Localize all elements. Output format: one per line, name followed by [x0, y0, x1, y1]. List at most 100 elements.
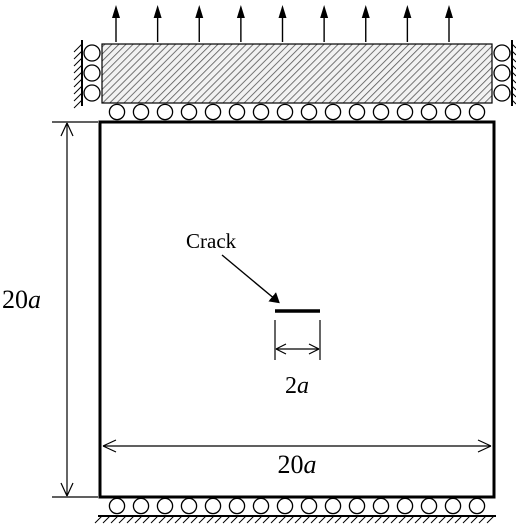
ground-tick	[511, 64, 516, 70]
ground-tick	[166, 515, 175, 524]
ground-tick	[390, 515, 399, 524]
ground-tick	[182, 515, 191, 524]
ground-tick	[222, 515, 231, 524]
roller	[108, 103, 126, 121]
ground-tick	[254, 515, 263, 524]
crack-pointer-arrow	[221, 254, 280, 304]
ground-tick	[398, 515, 407, 524]
width-dimension	[102, 439, 492, 453]
side-roller	[83, 64, 101, 82]
left-wall-ground	[73, 40, 83, 109]
roller	[276, 497, 294, 515]
ground-tick	[230, 515, 239, 524]
ground-tick	[374, 515, 383, 524]
bottom-rollers	[108, 497, 486, 515]
roller	[468, 497, 486, 515]
right-side-rollers	[493, 44, 511, 102]
roller	[228, 497, 246, 515]
ground-tick	[422, 515, 431, 524]
ground-tick	[511, 71, 516, 77]
load-arrows	[112, 5, 453, 42]
ground-tick	[142, 515, 151, 524]
ground-tick	[511, 92, 516, 98]
roller	[276, 103, 294, 121]
ground-tick	[73, 43, 83, 53]
ground-tick	[73, 57, 83, 67]
ground-tick	[446, 515, 455, 524]
ground-tick	[238, 515, 247, 524]
ground-tick	[478, 515, 487, 524]
side-roller	[83, 44, 101, 62]
roller	[180, 103, 198, 121]
ground-tick	[294, 515, 303, 524]
load-arrow	[236, 5, 245, 42]
ground-tick	[278, 515, 287, 524]
roller	[468, 103, 486, 121]
right-wall-ground	[511, 40, 516, 106]
roller	[132, 103, 150, 121]
roller	[372, 497, 390, 515]
roller	[108, 497, 126, 515]
roller	[132, 497, 150, 515]
ground-tick	[73, 99, 83, 109]
ground-tick	[73, 71, 83, 81]
ground-tick	[382, 515, 391, 524]
ground-tick	[150, 515, 159, 524]
ground-tick	[286, 515, 295, 524]
ground-tick	[486, 515, 495, 524]
side-roller	[493, 44, 511, 62]
side-roller	[83, 84, 101, 102]
ground-tick	[511, 50, 516, 56]
roller	[324, 497, 342, 515]
ground-tick	[511, 43, 516, 49]
ground-tick	[262, 515, 271, 524]
ground-tick	[310, 515, 319, 524]
roller	[420, 103, 438, 121]
roller	[372, 103, 390, 121]
side-roller	[493, 64, 511, 82]
roller	[204, 103, 222, 121]
ground-tick	[102, 515, 111, 524]
roller	[156, 103, 174, 121]
roller	[204, 497, 222, 515]
width-label: 20a	[278, 450, 317, 479]
ground-tick	[470, 515, 479, 524]
load-arrow	[153, 5, 162, 42]
ground-tick	[511, 78, 516, 84]
ground-tick	[318, 515, 327, 524]
ground-tick	[326, 515, 335, 524]
crack-length-label: 2a	[285, 373, 309, 399]
roller	[300, 497, 318, 515]
ground-tick	[414, 515, 423, 524]
top-rollers	[108, 103, 486, 121]
ground-tick	[270, 515, 279, 524]
loading-block	[101, 43, 493, 104]
load-arrow	[445, 5, 453, 42]
roller	[324, 103, 342, 121]
roller	[396, 497, 414, 515]
ground-tick	[462, 515, 471, 524]
roller	[228, 103, 246, 121]
ground-tick	[198, 515, 207, 524]
roller	[396, 103, 414, 121]
ground-tick	[206, 515, 215, 524]
ground-tick	[511, 99, 516, 105]
load-arrow	[112, 5, 120, 42]
load-arrow	[320, 5, 329, 42]
ground-tick	[358, 515, 367, 524]
roller	[252, 497, 270, 515]
crack-length-dimension	[274, 320, 321, 360]
ground-tick	[214, 515, 223, 524]
ground-tick	[73, 78, 83, 88]
roller	[348, 497, 366, 515]
ground-tick	[94, 515, 103, 524]
roller	[300, 103, 318, 121]
ground-tick	[438, 515, 447, 524]
ground-tick	[190, 515, 199, 524]
ground-tick	[302, 515, 311, 524]
load-arrow	[195, 5, 204, 42]
ground-tick	[158, 515, 167, 524]
roller	[156, 497, 174, 515]
roller	[444, 103, 462, 121]
